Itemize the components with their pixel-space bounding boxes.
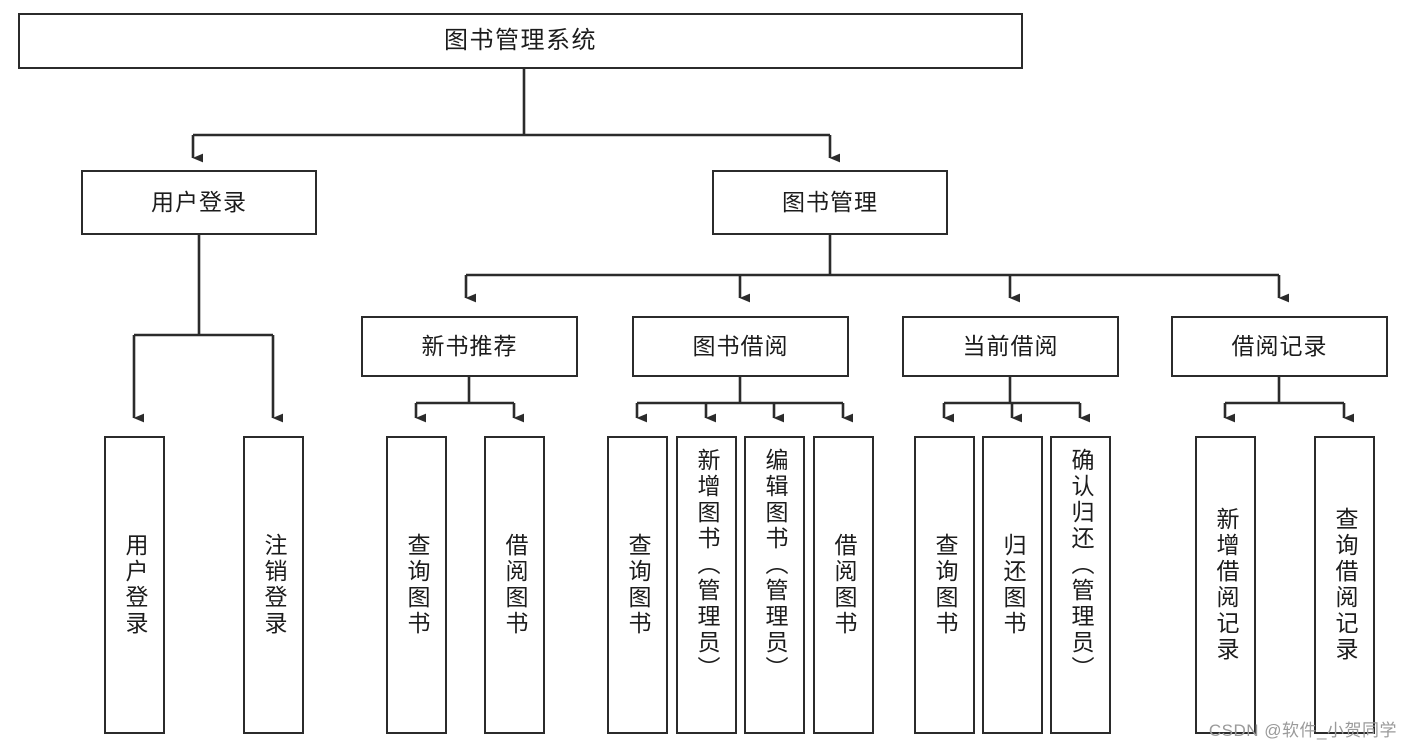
node-label: 图书管理 xyxy=(782,188,878,215)
node-label: 确认归还（管理员） xyxy=(1068,448,1094,682)
node-label: 归还图书 xyxy=(1000,533,1026,637)
leaf-user-login-logout[interactable]: 注销登录 xyxy=(243,436,304,734)
watermark-text: CSDN @软件_小贺同学 xyxy=(1208,721,1397,740)
node-label: 借阅记录 xyxy=(1231,332,1328,359)
node-label: 当前借阅 xyxy=(962,332,1059,359)
node-label: 用户登录 xyxy=(122,533,148,637)
node-label: 查询借阅记录 xyxy=(1332,507,1358,663)
node-label: 查询图书 xyxy=(625,533,651,637)
node-book-management[interactable]: 图书管理 xyxy=(712,170,948,235)
node-label: 新增借阅记录 xyxy=(1213,507,1239,663)
node-user-login[interactable]: 用户登录 xyxy=(81,170,317,235)
node-book-borrow[interactable]: 图书借阅 xyxy=(632,316,849,377)
node-root-system[interactable]: 图书管理系统 xyxy=(18,13,1023,69)
node-label: 图书借阅 xyxy=(692,332,789,359)
leaf-borrow-add-book-admin[interactable]: 新增图书（管理员） xyxy=(676,436,737,734)
leaf-record-query-record[interactable]: 查询借阅记录 xyxy=(1314,436,1375,734)
node-label: 注销登录 xyxy=(261,533,287,637)
leaf-recommend-query-book[interactable]: 查询图书 xyxy=(386,436,447,734)
leaf-current-confirm-return-admin[interactable]: 确认归还（管理员） xyxy=(1050,436,1111,734)
node-label: 查询图书 xyxy=(932,533,958,637)
node-label: 借阅图书 xyxy=(502,533,528,637)
leaf-borrow-borrow-book[interactable]: 借阅图书 xyxy=(813,436,874,734)
node-label: 用户登录 xyxy=(151,188,247,215)
node-label: 新书推荐 xyxy=(421,332,518,359)
node-borrow-record[interactable]: 借阅记录 xyxy=(1171,316,1388,377)
leaf-recommend-borrow-book[interactable]: 借阅图书 xyxy=(484,436,545,734)
node-label: 查询图书 xyxy=(404,533,430,637)
leaf-current-query-book[interactable]: 查询图书 xyxy=(914,436,975,734)
node-label: 图书管理系统 xyxy=(444,26,597,54)
leaf-record-add-record[interactable]: 新增借阅记录 xyxy=(1195,436,1256,734)
node-new-book-recommend[interactable]: 新书推荐 xyxy=(361,316,578,377)
leaf-borrow-edit-book-admin[interactable]: 编辑图书（管理员） xyxy=(744,436,805,734)
leaf-user-login-login[interactable]: 用户登录 xyxy=(104,436,165,734)
node-current-borrow[interactable]: 当前借阅 xyxy=(902,316,1119,377)
node-label: 新增图书（管理员） xyxy=(694,448,720,682)
node-label: 编辑图书（管理员） xyxy=(762,448,788,682)
leaf-current-return-book[interactable]: 归还图书 xyxy=(982,436,1043,734)
leaf-borrow-query-book[interactable]: 查询图书 xyxy=(607,436,668,734)
node-label: 借阅图书 xyxy=(831,533,857,637)
